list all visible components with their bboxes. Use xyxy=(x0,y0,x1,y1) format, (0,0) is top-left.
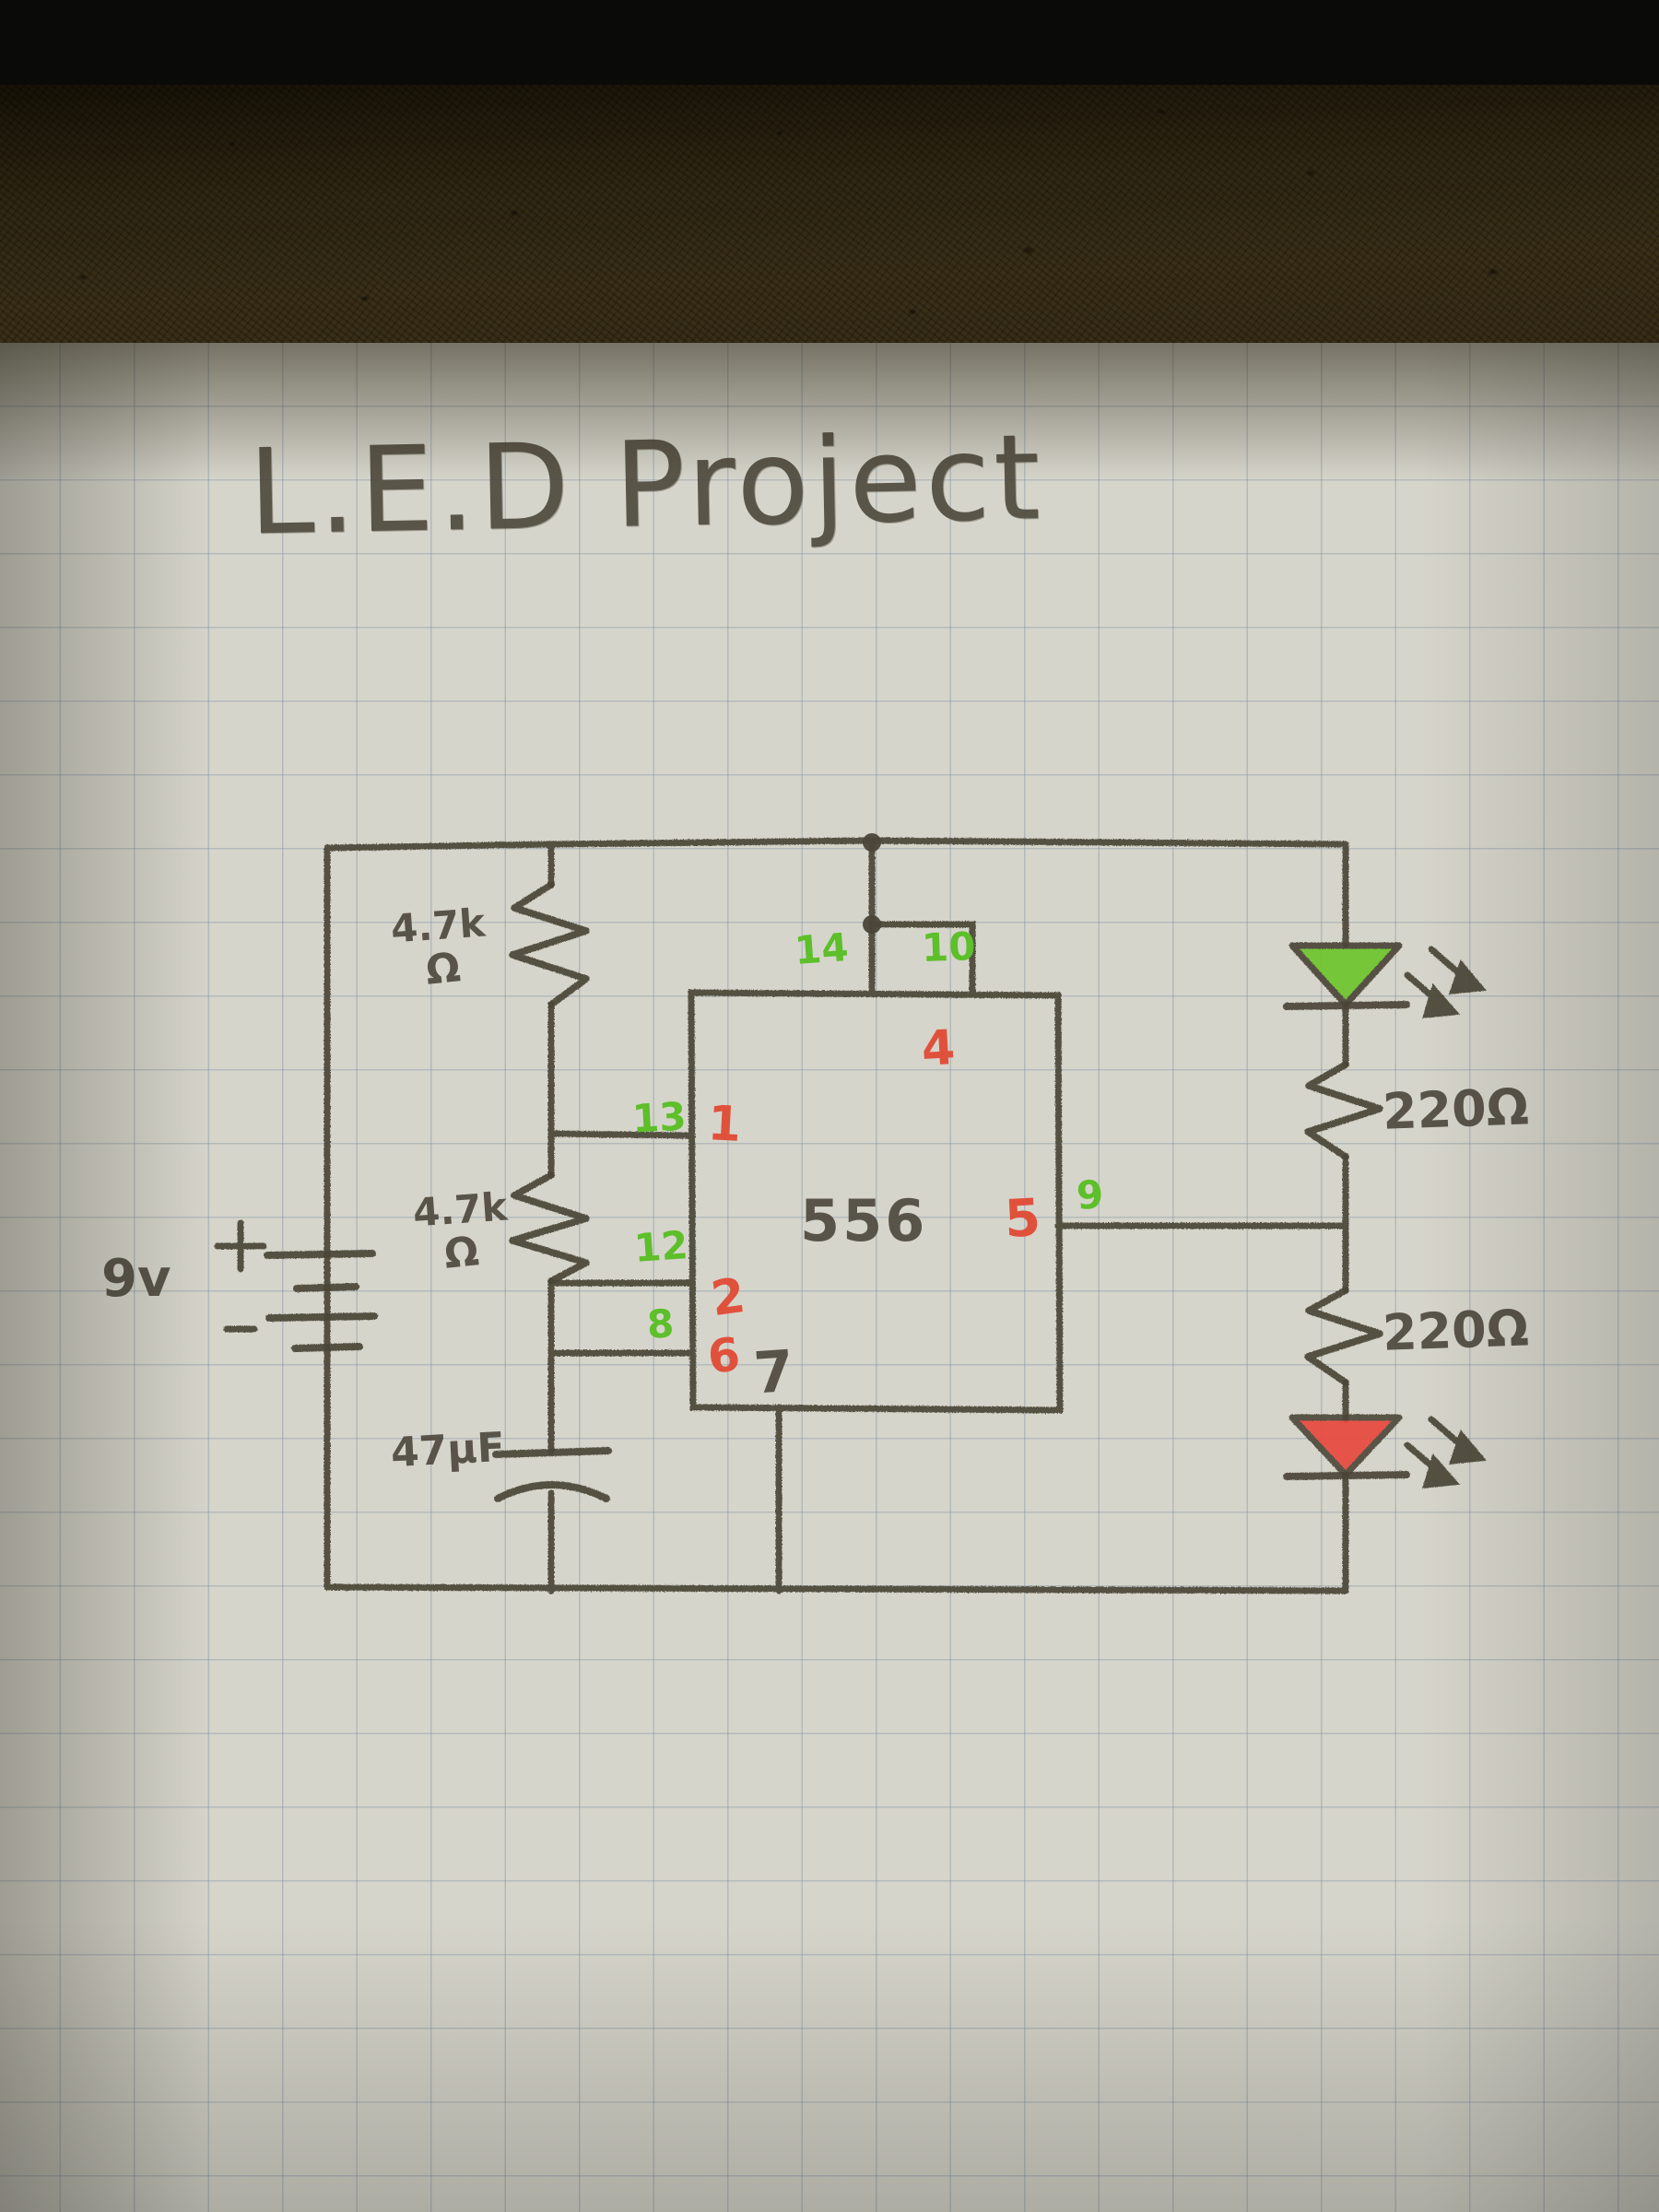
graph-paper-grid xyxy=(0,343,1659,2212)
pin-label-13: 13 xyxy=(630,1093,688,1142)
capacitor-c1-value-label: 47µF xyxy=(389,1423,506,1477)
led-green-symbol xyxy=(1283,942,1410,1010)
pin-label-7: 7 xyxy=(751,1336,796,1407)
led-red-symbol xyxy=(1283,1414,1410,1480)
battery-symbol xyxy=(264,1250,378,1352)
resistor-r3-value-label: 220Ω xyxy=(1381,1077,1530,1141)
pin-label-6: 6 xyxy=(705,1327,743,1384)
pin-label-10: 10 xyxy=(921,923,977,971)
battery-polarity-marks xyxy=(214,1219,267,1333)
ic-name-label: 556 xyxy=(800,1187,928,1254)
pin-label-4: 4 xyxy=(920,1020,957,1077)
graph-paper-sheet xyxy=(0,343,1659,2212)
resistor-r2-unit-label: Ω xyxy=(441,1228,481,1278)
led-red-emission-arrows xyxy=(1404,1416,1487,1489)
cork-desk-surface xyxy=(0,85,1659,352)
battery-voltage-label: 9v xyxy=(101,1249,171,1309)
resistor-r1-unit-label: Ω xyxy=(423,944,463,994)
resistor-r2-symbol xyxy=(509,1171,590,1285)
pin-label-1: 1 xyxy=(706,1096,743,1153)
wire-junction-dots xyxy=(863,833,881,934)
pin-label-8: 8 xyxy=(645,1300,676,1347)
resistor-r1-value-label: 4.7k xyxy=(389,900,487,952)
resistor-r3-symbol xyxy=(1304,1061,1383,1160)
resistor-r1-symbol xyxy=(509,881,590,1008)
pin-label-9: 9 xyxy=(1075,1171,1105,1218)
resistor-r4-value-label: 220Ω xyxy=(1381,1299,1530,1362)
wire-network xyxy=(324,837,1349,1594)
pin-label-12: 12 xyxy=(632,1222,690,1271)
pin-label-14: 14 xyxy=(793,924,851,973)
photo-dark-edge xyxy=(0,0,1659,92)
pin-label-5: 5 xyxy=(1003,1188,1042,1250)
capacitor-c1-symbol xyxy=(492,1447,612,1502)
resistor-r4-symbol xyxy=(1304,1287,1383,1386)
resistor-r2-value-label: 4.7k xyxy=(411,1183,509,1236)
led-green-emission-arrows xyxy=(1404,946,1487,1019)
